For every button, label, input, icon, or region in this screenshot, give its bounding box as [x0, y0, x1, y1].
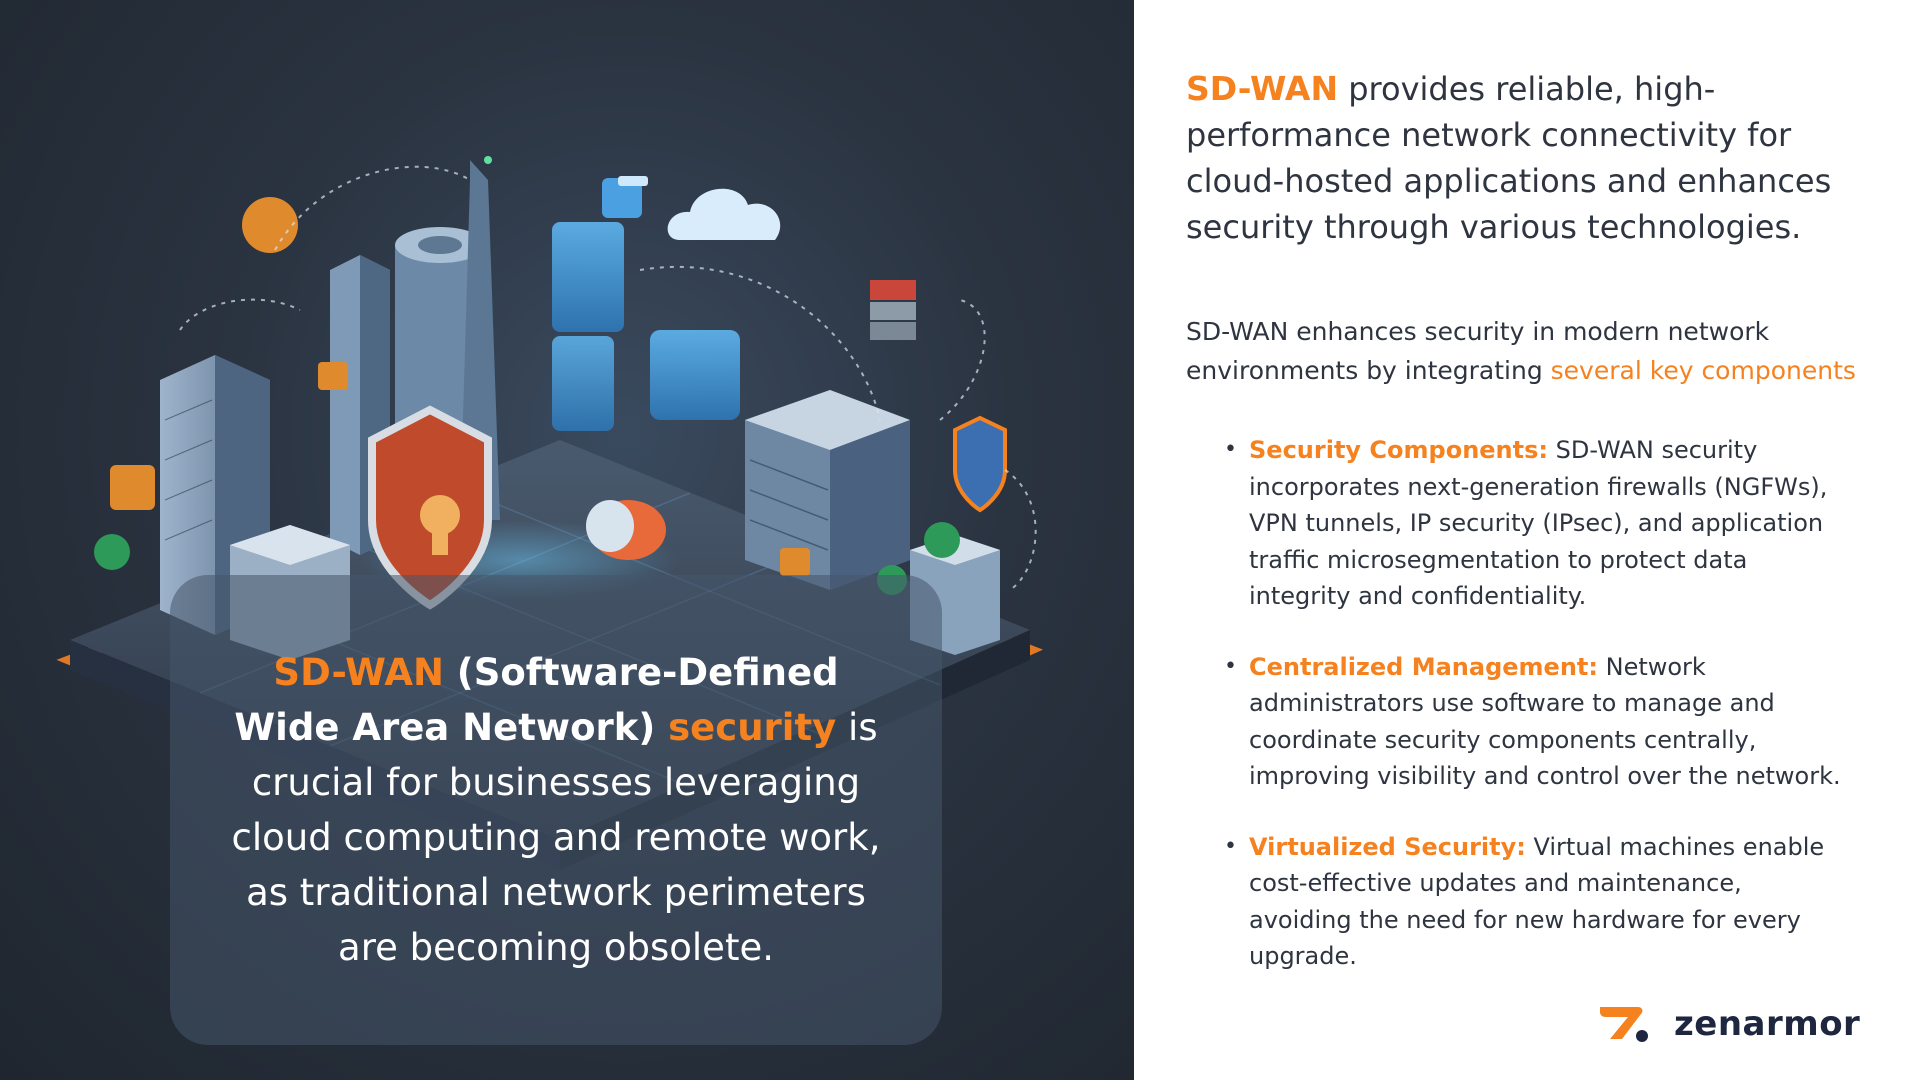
overlay-rest-text: is crucial for businesses leveraging clo… [231, 706, 881, 969]
logo-mark-icon [1600, 1007, 1648, 1042]
bullet-title: Centralized Management: [1249, 652, 1598, 681]
bullet-icon: • [1224, 437, 1237, 462]
lead-highlight: several key components [1550, 356, 1856, 385]
bullet-text: SD-WAN security incorporates next-genera… [1249, 436, 1828, 610]
bullet-icon: • [1224, 653, 1237, 679]
overlay-description: SD-WAN (Software-Defined Wide Area Netwo… [230, 645, 882, 975]
cloud-shape [667, 188, 781, 240]
lead-paragraph: SD-WAN enhances security in modern netwo… [1186, 312, 1886, 390]
zenarmor-logo: zenarmor [1598, 1000, 1868, 1048]
components-list: • Security Components: SD-WAN security in… [1224, 432, 1844, 1009]
list-item: • Security Components: SD-WAN security in… [1224, 432, 1844, 615]
shield-right [953, 415, 1007, 513]
overlay-full-name: (Software-Defined Wide Area Network) [234, 651, 839, 749]
padlocks [110, 197, 810, 576]
overlay-sdwan-highlight: SD-WAN [273, 651, 444, 694]
bullet-title: Virtualized Security: [1249, 832, 1526, 861]
bullet-text: Network administrators use software to m… [1249, 652, 1841, 791]
content-panel: SD-WAN provides reliable, high-performan… [1134, 0, 1920, 1080]
router-device [586, 500, 666, 560]
firewall-bricks [870, 280, 916, 340]
bullet-icon: • [1224, 833, 1237, 859]
overlay-card: SD-WAN (Software-Defined Wide Area Netwo… [170, 575, 942, 1045]
intro-brand: SD-WAN [1186, 69, 1339, 108]
lead-text: SD-WAN enhances security in modern netwo… [1186, 317, 1770, 385]
list-item: • Centralized Management: Network adminis… [1224, 649, 1844, 795]
bullet-text: Virtual machines enable cost-effective u… [1249, 832, 1825, 971]
overlay-security-highlight: security [668, 706, 837, 749]
bullet-title: Security Components: [1249, 436, 1548, 464]
logo-text: zenarmor [1674, 1004, 1861, 1044]
floating-screens [552, 176, 740, 431]
illustration-panel: SD-WAN (Software-Defined Wide Area Netwo… [0, 0, 1134, 1080]
list-item: • Virtualized Security: Virtual machines … [1224, 829, 1844, 975]
intro-paragraph: SD-WAN provides reliable, high-performan… [1186, 66, 1886, 250]
intro-text: provides reliable, high-performance netw… [1186, 70, 1832, 246]
